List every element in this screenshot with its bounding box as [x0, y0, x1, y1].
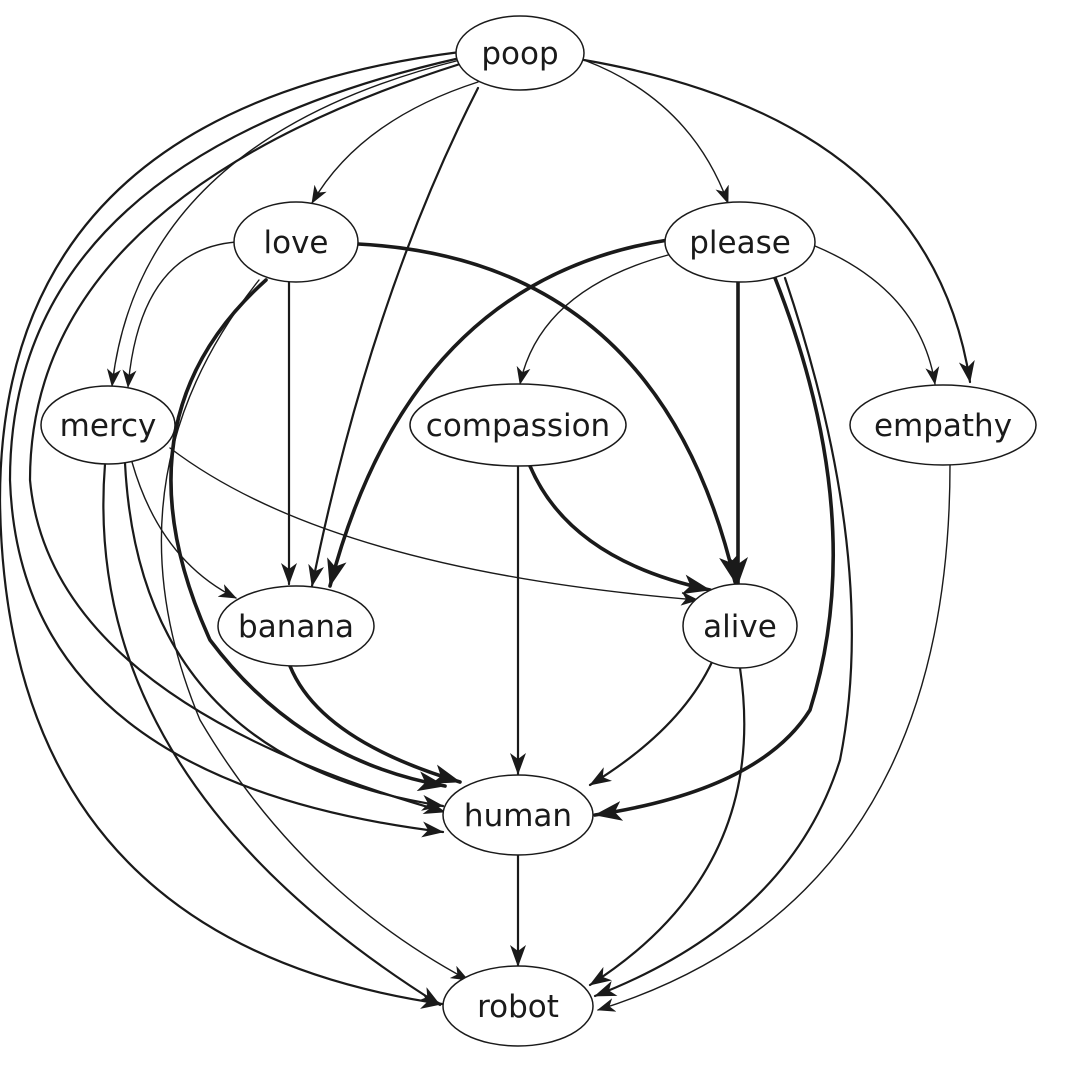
edge-poop-to-mercy — [106, 59, 461, 387]
edge-please-to-compassion — [516, 254, 669, 385]
edge-alive-to-human — [588, 660, 714, 787]
edge-mercy-to-robot — [102, 462, 442, 1007]
edge-please-to-human — [593, 276, 835, 821]
node-mercy: mercy — [40, 385, 176, 465]
node-alive: alive — [682, 583, 798, 669]
node-label-mercy: mercy — [60, 408, 157, 444]
edge-poop-to-human — [28, 62, 462, 814]
edge-please-to-robot — [593, 276, 853, 998]
edge-banana-to-human — [288, 664, 462, 784]
edge-empathy-to-robot — [597, 464, 951, 1012]
node-label-human: human — [464, 798, 572, 834]
edge-compassion-to-alive — [528, 464, 712, 595]
edge-love-to-mercy — [122, 241, 237, 388]
nodes-layer: poop love please mercy compassion empath… — [40, 15, 1037, 1047]
edge-poop-to-robot — [0, 50, 462, 1009]
node-label-banana: banana — [238, 609, 354, 645]
edge-poop-to-human — [8, 56, 462, 838]
node-compassion: compassion — [409, 383, 627, 467]
edge-love-to-human — [169, 278, 447, 792]
node-human: human — [442, 774, 594, 856]
edge-mercy-to-human — [123, 461, 445, 811]
node-label-empathy: empathy — [874, 408, 1012, 444]
edge-poop-to-empathy — [582, 58, 975, 384]
node-banana: banana — [217, 585, 375, 667]
edge-alive-to-robot — [588, 666, 746, 987]
edge-mercy-to-banana — [131, 461, 237, 599]
node-label-please: please — [689, 225, 791, 261]
node-label-robot: robot — [477, 989, 559, 1025]
edge-please-to-banana — [327, 238, 670, 588]
edge-love-to-robot — [160, 279, 469, 981]
edge-poop-to-love — [311, 81, 479, 204]
node-label-poop: poop — [481, 36, 558, 72]
edges-layer — [0, 50, 975, 1012]
edge-love-to-alive — [356, 242, 739, 584]
node-poop: poop — [455, 15, 585, 91]
node-empathy: empathy — [849, 384, 1037, 466]
node-please: please — [664, 201, 816, 283]
edge-poop-to-please — [583, 59, 729, 204]
edge-poop-to-banana — [308, 86, 480, 588]
node-label-alive: alive — [703, 609, 777, 645]
node-robot: robot — [442, 965, 594, 1047]
node-label-love: love — [264, 225, 329, 261]
node-love: love — [233, 201, 359, 283]
node-label-compassion: compassion — [426, 408, 610, 444]
edge-mercy-to-alive — [169, 447, 699, 606]
edge-please-to-empathy — [814, 245, 940, 385]
